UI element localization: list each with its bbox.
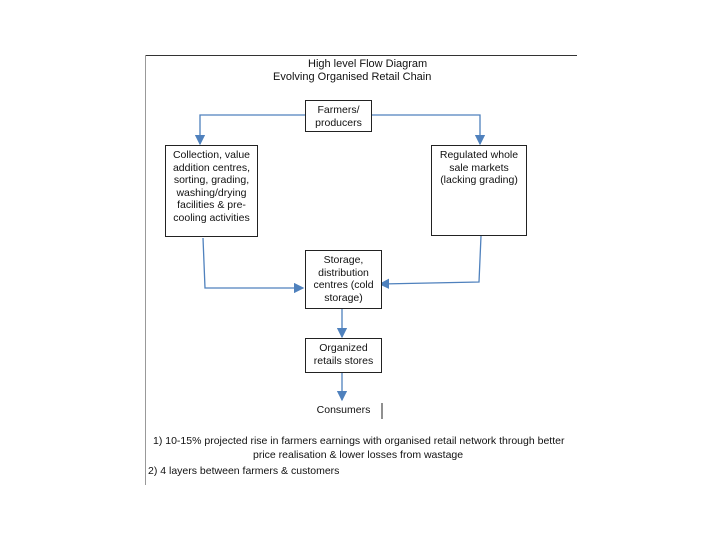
arrow-farmers-to-collection [194, 114, 305, 146]
node-retail: Organized retails stores [305, 338, 382, 373]
arrow-regulated-to-storage [378, 235, 482, 290]
note-2: 2) 4 layers between farmers & customers [148, 465, 340, 477]
node-regulated-label: Regulated whole sale markets (lacking gr… [439, 149, 519, 186]
node-storage: Storage, distribution centres (cold stor… [305, 250, 382, 309]
node-collection-label: Collection, value addition centres, sort… [172, 149, 251, 224]
diagram-subtitle: Evolving Organised Retail Chain [273, 71, 432, 83]
node-regulated: Regulated whole sale markets (lacking gr… [431, 145, 527, 236]
frame-left-line [145, 55, 146, 485]
node-retail-label: Organized retails stores [313, 342, 374, 367]
note-1-line-2: price realisation & lower losses from wa… [253, 449, 464, 461]
note-1-line-1: 1) 10-15% projected rise in farmers earn… [153, 435, 565, 447]
arrow-collection-to-storage [202, 237, 305, 294]
node-farmers: Farmers/ producers [305, 100, 372, 132]
frame-top-line [145, 55, 577, 56]
node-storage-label: Storage, distribution centres (cold stor… [313, 254, 374, 304]
node-collection: Collection, value addition centres, sort… [165, 145, 258, 237]
node-consumers: Consumers [316, 404, 371, 416]
arrow-farmers-to-regulated [372, 114, 486, 146]
diagram-title: High level Flow Diagram [308, 58, 428, 70]
node-farmers-label: Farmers/ producers [315, 104, 362, 129]
